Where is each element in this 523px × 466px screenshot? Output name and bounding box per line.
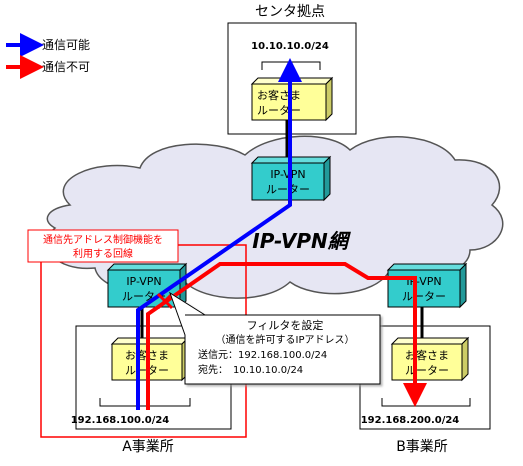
- line-label-1: 通信先アドレス制御機能を: [43, 233, 163, 246]
- filter-title: フィルタを設定: [247, 318, 324, 332]
- site-b-customer-router: お客さま ルーター: [390, 336, 470, 382]
- cloud-title: IP-VPN網: [252, 229, 351, 253]
- svg-text:IP-VPN: IP-VPN: [126, 275, 161, 288]
- filter-callout: [169, 291, 381, 385]
- center-network: 10.10.10.0/24: [251, 41, 329, 52]
- line-label-2: 利用する回線: [73, 247, 133, 260]
- svg-text:ルーター: ルーター: [402, 290, 446, 303]
- block-x-icon: [156, 292, 174, 310]
- site-a-lan-bracket: [99, 398, 191, 407]
- site-b-network: 192.168.200.0/24: [361, 415, 460, 426]
- svg-text:ルーター: ルーター: [405, 364, 449, 377]
- svg-text:お客さま: お客さま: [257, 88, 301, 102]
- legend-ng-label: 通信不可: [42, 60, 90, 74]
- site-b-vpn-router: IP-VPN ルーター: [386, 262, 468, 309]
- blocked-path: [146, 262, 427, 410]
- site-b-title: B事業所: [396, 439, 448, 455]
- filter-subtitle: （通信を許可するIPアドレス）: [216, 333, 355, 346]
- filter-source: 送信元：192.168.100.0/24: [198, 348, 327, 361]
- legend-ok-label: 通信可能: [42, 38, 90, 52]
- filter-destination: 宛先： 10.10.10.0/24: [198, 363, 303, 376]
- allowed-path: [136, 58, 302, 410]
- legend: 通信可能 通信不可: [6, 33, 90, 79]
- site-a-network: 192.168.100.0/24: [71, 415, 170, 426]
- svg-text:お客さま: お客さま: [405, 348, 449, 362]
- svg-text:ルーター: ルーター: [257, 104, 301, 117]
- center-title: センタ拠点: [255, 4, 325, 20]
- line-label-box: [27, 229, 179, 263]
- site-a-title: A事業所: [122, 439, 174, 455]
